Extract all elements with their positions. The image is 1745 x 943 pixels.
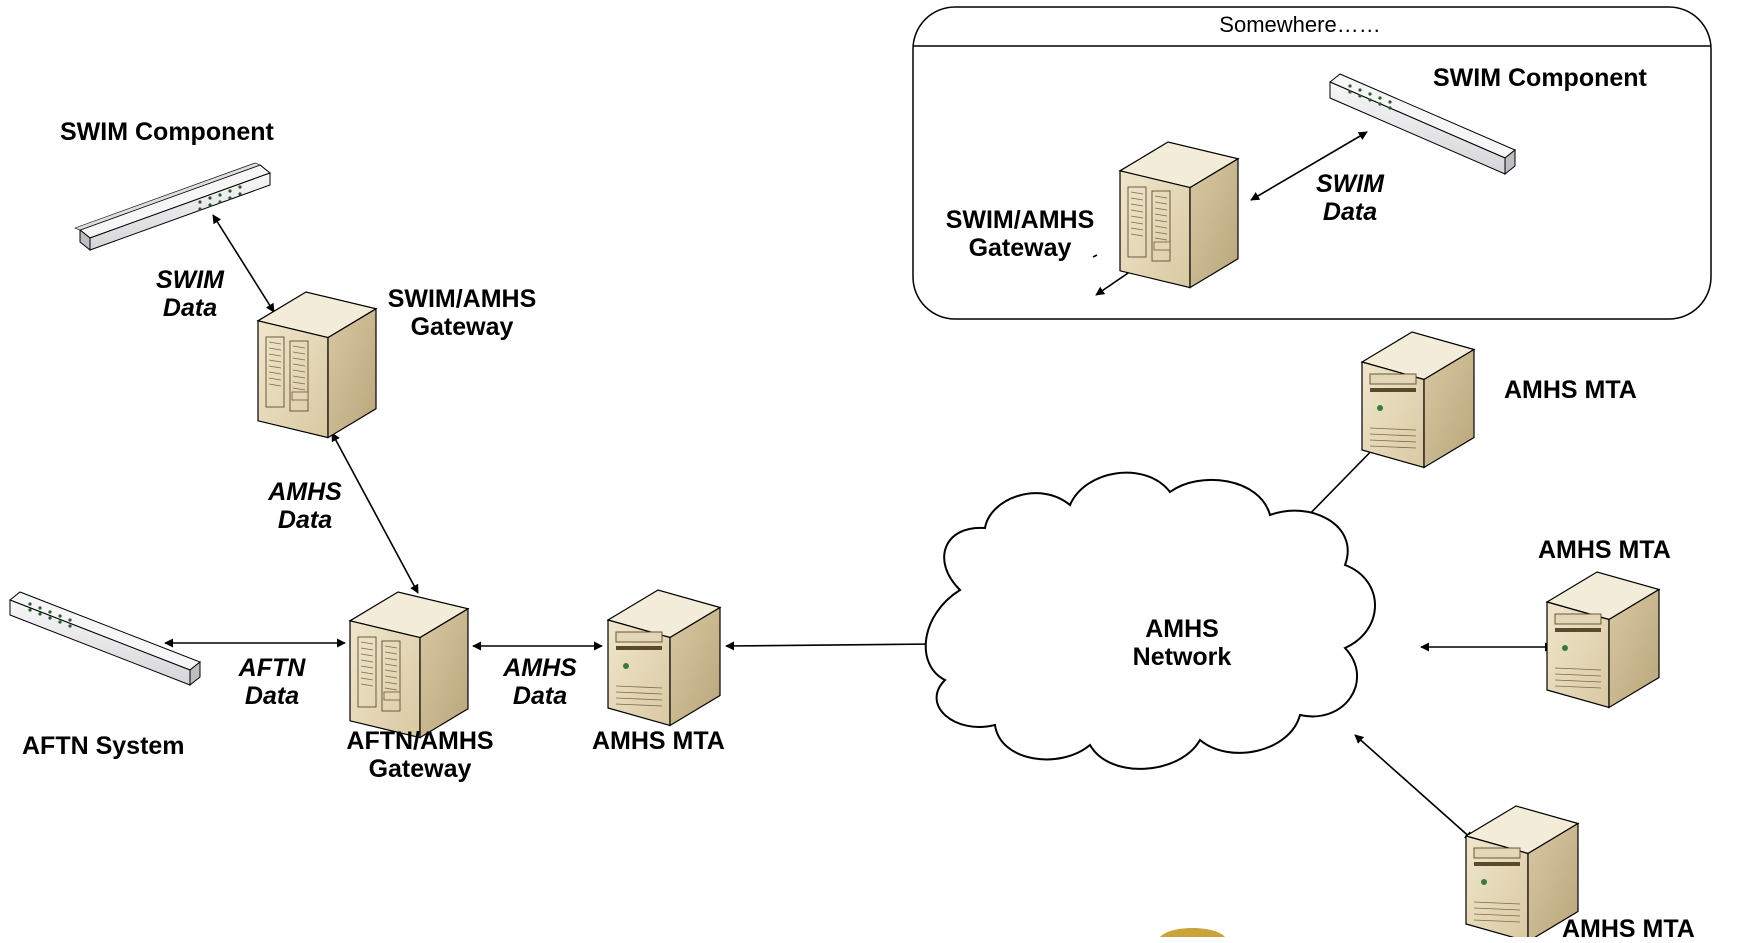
amhs-mta-top-device bbox=[1360, 331, 1476, 469]
swim-amhs-gateway-right-line2: Gateway bbox=[968, 234, 1072, 262]
swim-component-left-label: SWIM Component bbox=[60, 118, 274, 146]
link-swim-to-gateway bbox=[212, 214, 275, 313]
amhs-mta-bottom-device bbox=[1464, 805, 1580, 937]
amhs-data-horizontal-line2: Data bbox=[512, 682, 568, 710]
amhs-network-cloud bbox=[924, 471, 1376, 770]
amhs-data-vertical-line2: Data bbox=[277, 506, 333, 534]
swim-amhs-gateway-left-label: SWIM/AMHS Gateway bbox=[362, 285, 562, 341]
amhs-data-vertical-label: AMHS Data bbox=[245, 478, 365, 534]
amhs-mta-right-label: AMHS MTA bbox=[1538, 536, 1671, 564]
amhs-data-vertical-line1: AMHS bbox=[268, 478, 342, 506]
somewhere-box bbox=[912, 6, 1712, 320]
somewhere-group bbox=[912, 6, 1712, 320]
aftn-system-label: AFTN System bbox=[22, 732, 185, 760]
swim-data-right-label: SWIM Data bbox=[1290, 170, 1410, 226]
swim-amhs-gateway-left-device bbox=[256, 291, 378, 439]
aftn-system-device bbox=[9, 591, 201, 687]
amhs-data-horizontal-line1: AMHS bbox=[503, 654, 577, 682]
link-remote-gateway-to-swim bbox=[1250, 131, 1368, 201]
aftn-amhs-gateway-device bbox=[348, 591, 470, 739]
swim-component-right-label: SWIM Component bbox=[1433, 64, 1647, 92]
amhs-mta-left-label: AMHS MTA bbox=[592, 727, 725, 755]
swim-amhs-gateway-left-line2: Gateway bbox=[410, 313, 514, 341]
link-swim-gateway-to-aftn-gateway bbox=[331, 432, 419, 594]
swim-amhs-gateway-right-line1: SWIM/AMHS bbox=[945, 206, 1095, 234]
swim-component-right-device bbox=[1329, 73, 1516, 176]
swim-amhs-gateway-right-label: SWIM/AMHS Gateway bbox=[920, 206, 1120, 262]
aftn-data-line2: Data bbox=[244, 682, 300, 710]
aftn-amhs-gateway-line1: AFTN/AMHS bbox=[346, 727, 494, 755]
swim-component-left-device bbox=[74, 162, 272, 252]
aftn-data-label: AFTN Data bbox=[212, 654, 332, 710]
amhs-network-label: AMHS Network bbox=[1082, 615, 1282, 671]
aftn-amhs-gateway-line2: Gateway bbox=[368, 755, 472, 783]
partial-yellow-object bbox=[1160, 928, 1225, 937]
aftn-amhs-gateway-label: AFTN/AMHS Gateway bbox=[320, 727, 520, 783]
swim-amhs-gateway-right-device bbox=[1118, 141, 1240, 289]
amhs-mta-left-device bbox=[606, 589, 722, 727]
amhs-mta-bottom-label: AMHS MTA bbox=[1562, 915, 1695, 943]
somewhere-title: Somewhere…… bbox=[1219, 12, 1381, 37]
swim-data-left-line1: SWIM bbox=[155, 266, 225, 294]
aftn-data-line1: AFTN bbox=[238, 654, 306, 682]
stub-start bbox=[1092, 254, 1098, 258]
swim-data-right-line2: Data bbox=[1322, 198, 1378, 226]
swim-data-left-line2: Data bbox=[162, 294, 218, 322]
link-network-to-mta-bottom bbox=[1354, 734, 1474, 841]
amhs-mta-top-label: AMHS MTA bbox=[1504, 376, 1637, 404]
swim-data-right-line1: SWIM bbox=[1315, 170, 1385, 198]
amhs-network-line2: Network bbox=[1132, 643, 1232, 671]
amhs-network-line1: AMHS bbox=[1145, 615, 1219, 643]
amhs-mta-right-device bbox=[1545, 571, 1661, 709]
amhs-data-horizontal-label: AMHS Data bbox=[480, 654, 600, 710]
swim-data-left-label: SWIM Data bbox=[130, 266, 250, 322]
link-mta-to-network bbox=[725, 639, 936, 651]
swim-amhs-gateway-left-line1: SWIM/AMHS bbox=[387, 285, 537, 313]
